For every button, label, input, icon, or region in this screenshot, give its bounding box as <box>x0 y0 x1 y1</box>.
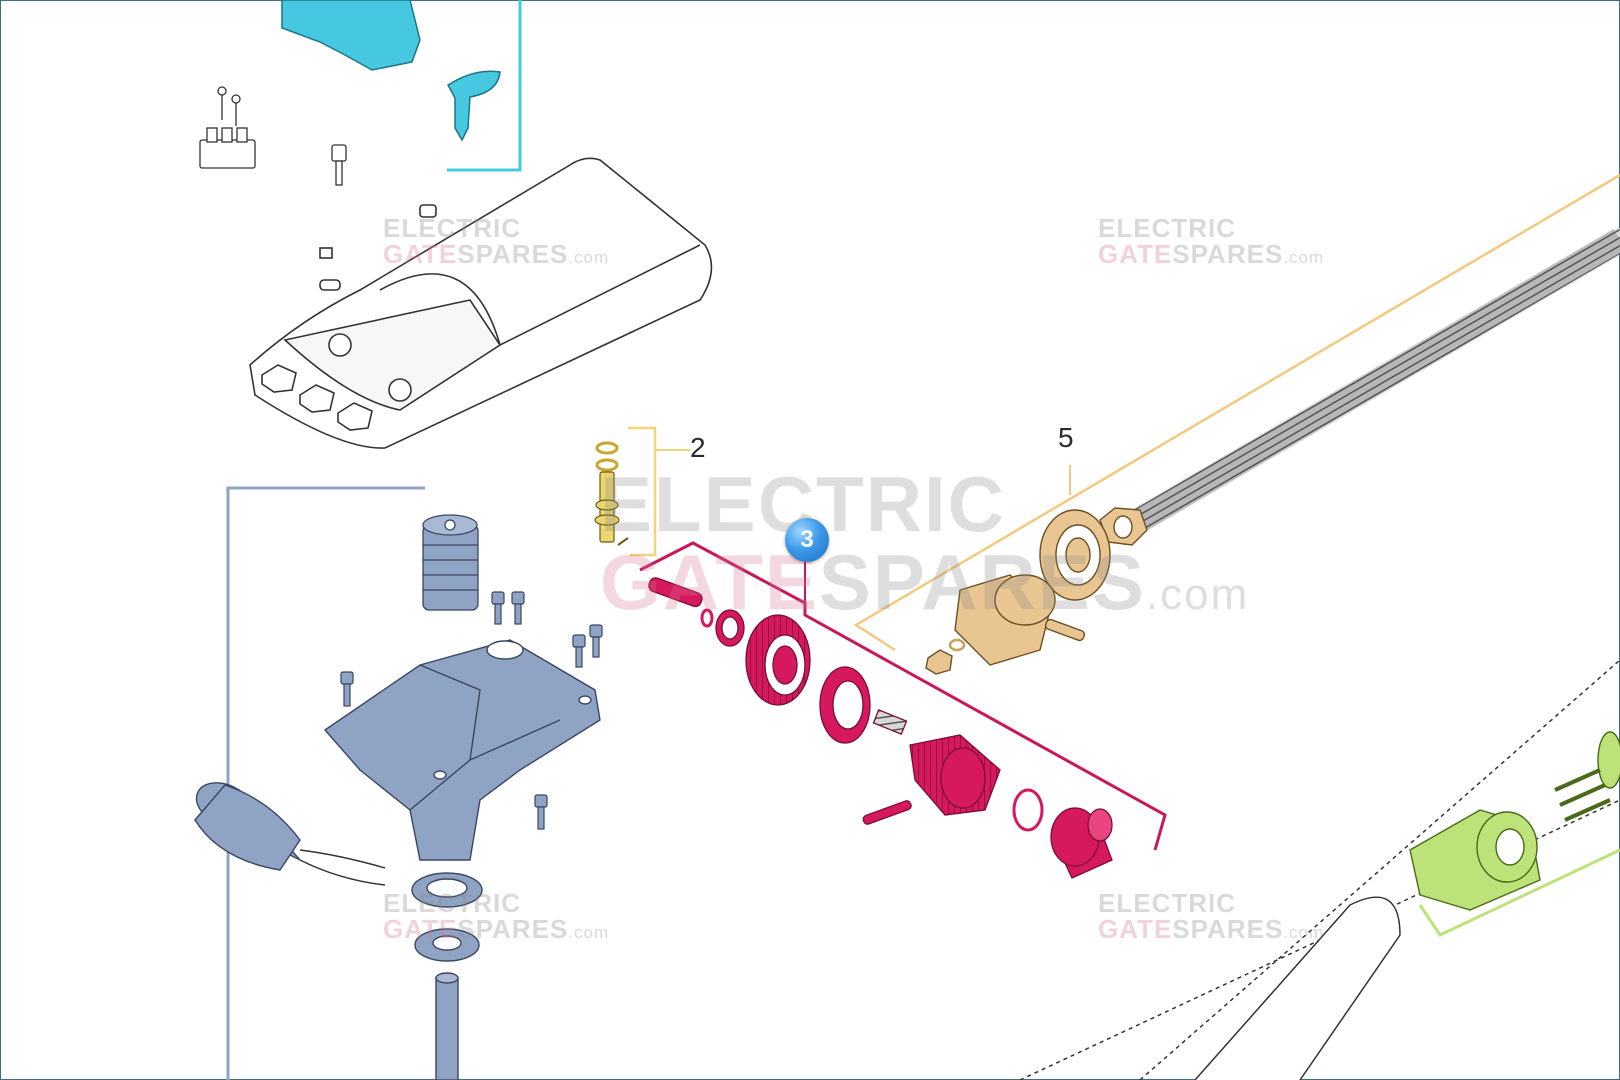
cover-lid-part <box>281 0 421 71</box>
group-5-bracket <box>853 173 1620 652</box>
capacitor-part <box>194 782 386 886</box>
worm-gear-part <box>422 514 479 611</box>
end-bracket-group-line <box>1418 848 1620 937</box>
outer-tube <box>1019 659 1620 1080</box>
part-group-3-hotspot[interactable]: 3 <box>785 518 829 562</box>
bearing-and-shaft-parts <box>411 872 483 1080</box>
housing-screws <box>340 591 603 830</box>
cover-parts-group <box>281 0 522 172</box>
motor-cover-body <box>249 157 713 449</box>
nut-and-bearing-parts <box>925 507 1148 675</box>
gearbox-housing-part <box>323 639 601 861</box>
callout-label-2: 2 <box>690 432 706 463</box>
group-3-bracket <box>639 541 1167 851</box>
group-2-bracket <box>628 426 657 557</box>
cover-group-bracket <box>447 0 522 172</box>
gear-train-parts <box>648 577 1113 879</box>
end-bracket-part <box>1409 731 1620 911</box>
release-lever-part <box>447 70 501 142</box>
terminal-and-screws <box>199 86 347 186</box>
lead-screw-part <box>1128 228 1620 532</box>
housing-group-bracket <box>226 486 425 1080</box>
callout-label-5: 5 <box>1058 422 1074 453</box>
pinion-shaft-part <box>594 441 629 546</box>
